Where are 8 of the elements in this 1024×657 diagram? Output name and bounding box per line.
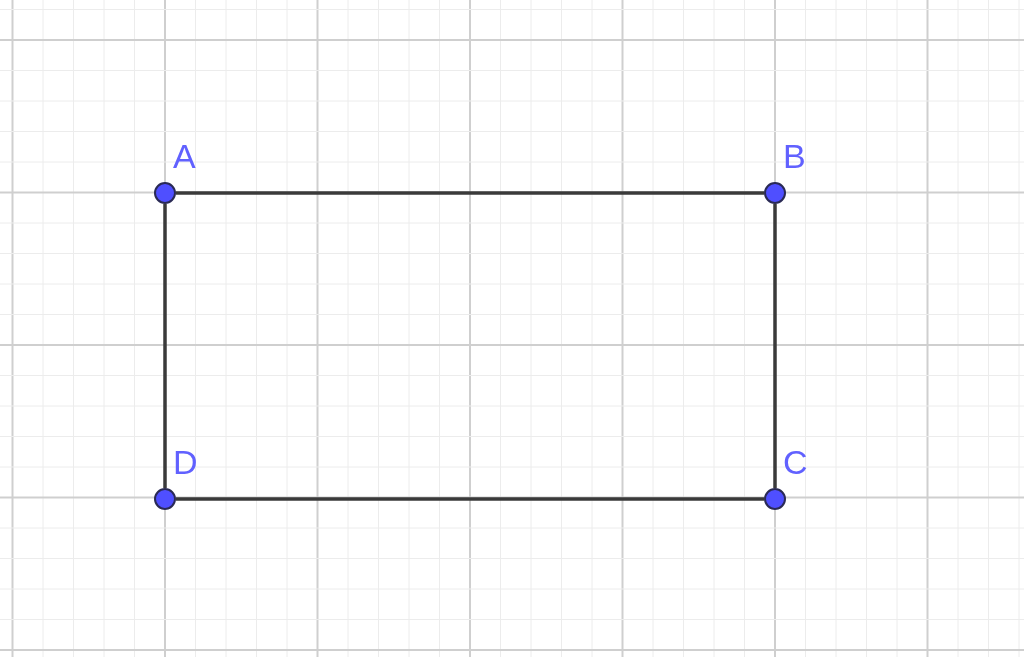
point-label: B <box>783 139 806 173</box>
line-segment <box>176 497 764 501</box>
point-label: A <box>173 139 196 173</box>
point-label: D <box>173 445 198 479</box>
line-segment <box>163 204 167 488</box>
line-segment <box>176 191 764 195</box>
point-label: C <box>783 445 808 479</box>
line-segment <box>773 204 777 488</box>
